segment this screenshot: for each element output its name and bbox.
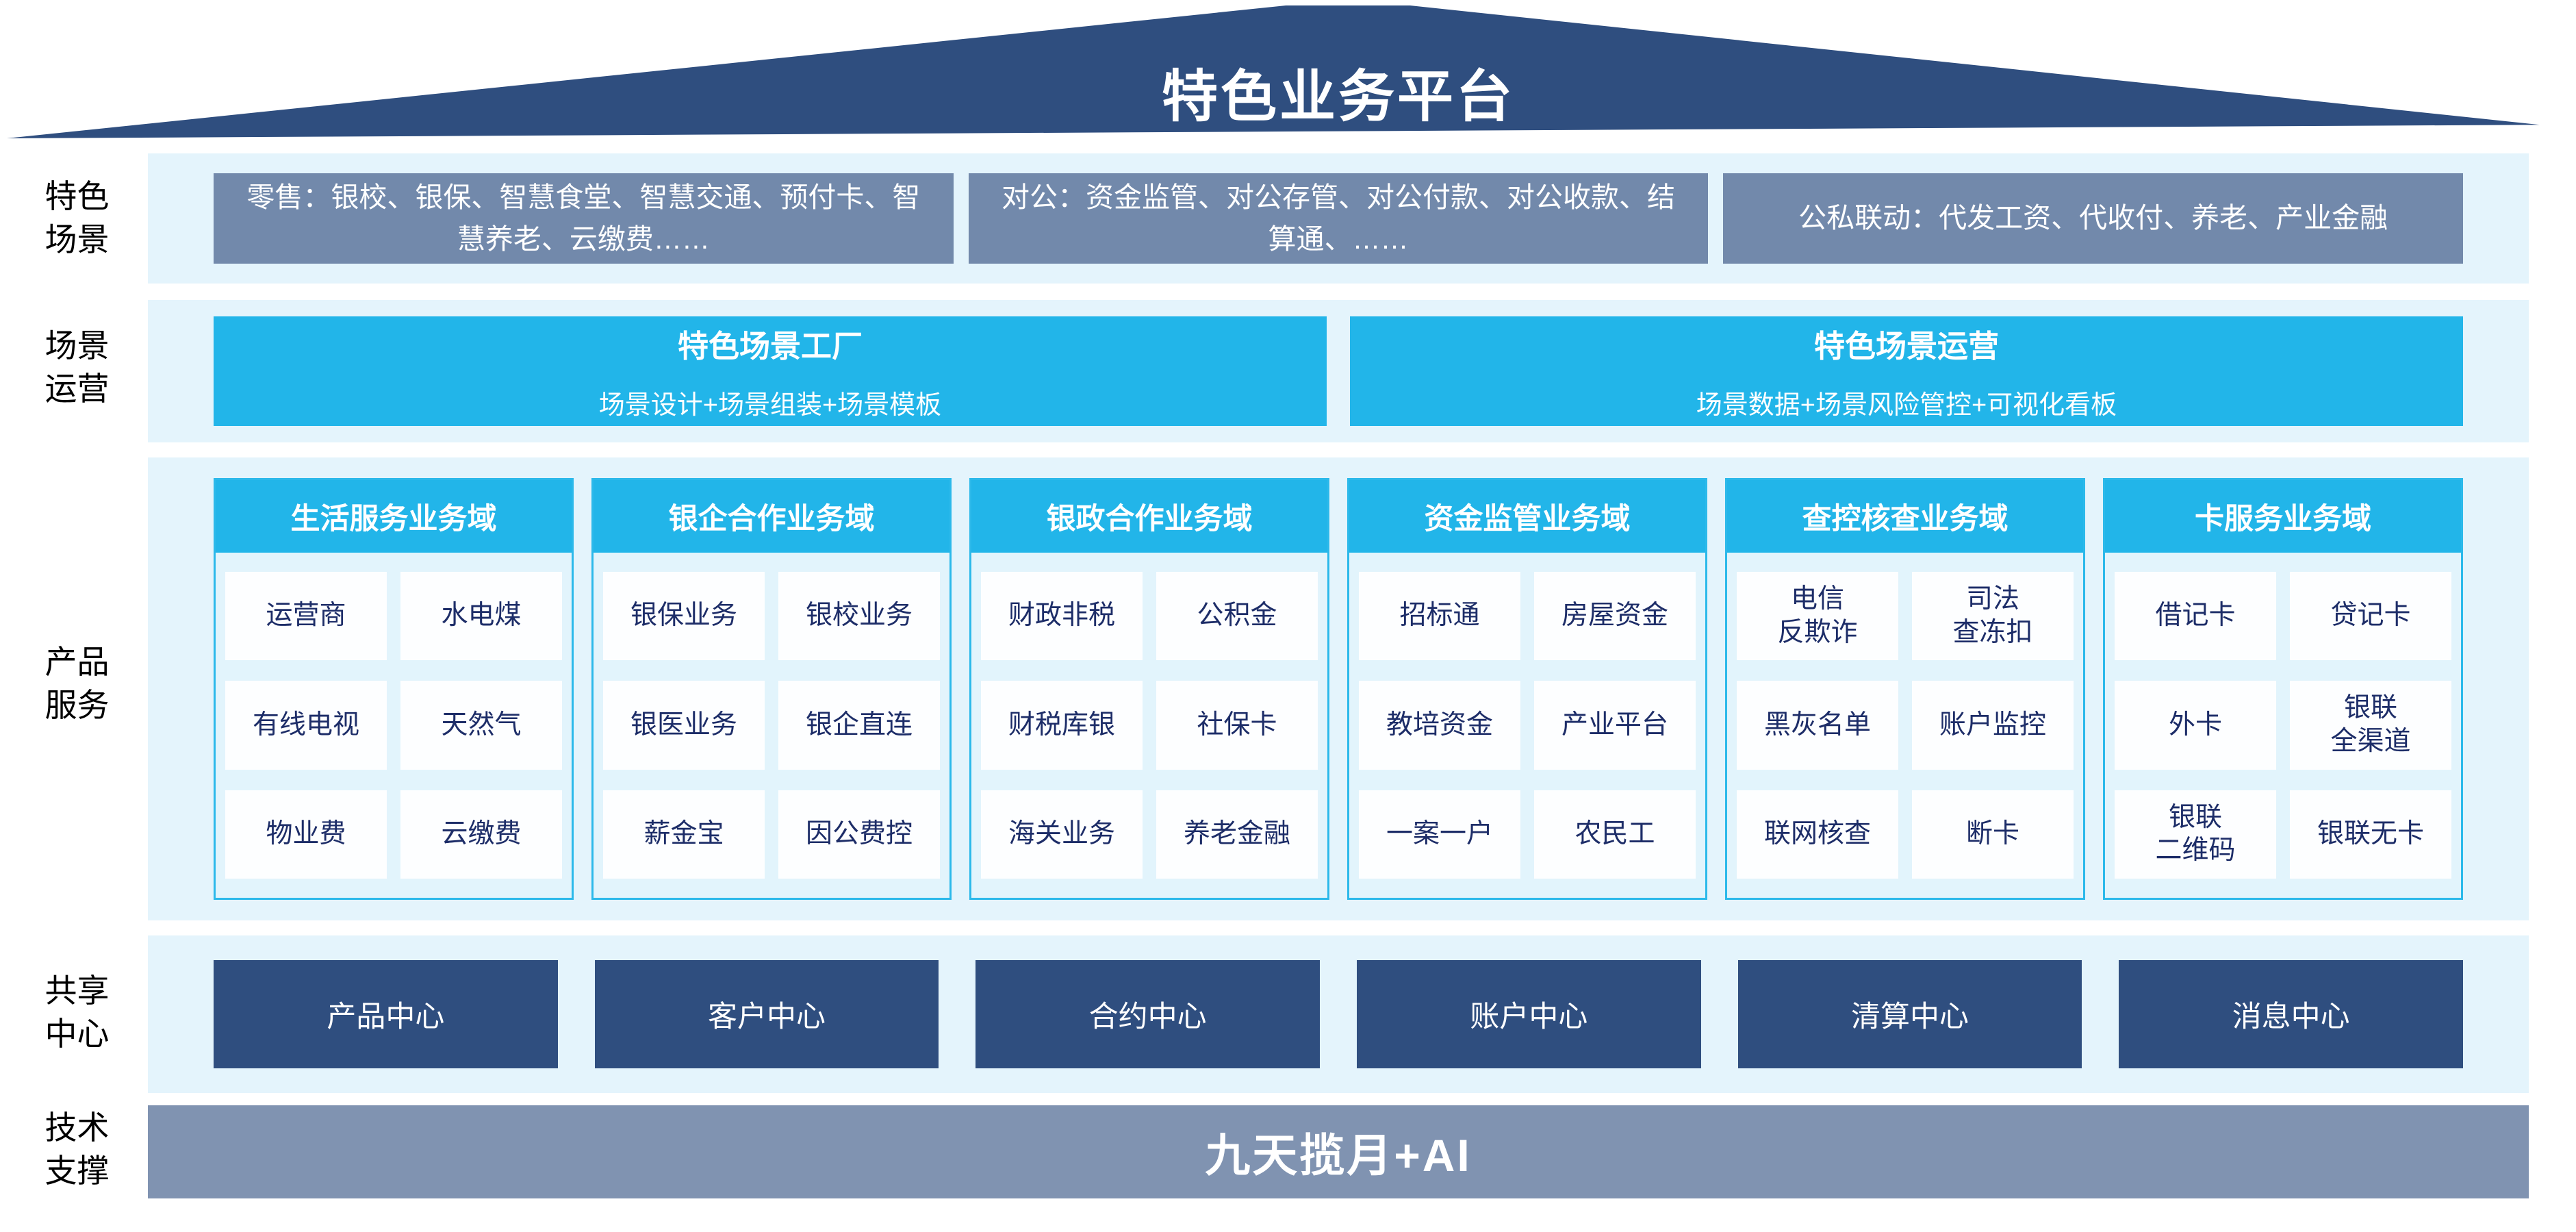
row-label-shared: 共享 中心 [44, 972, 110, 1053]
domain-cell: 银保业务 [603, 572, 765, 661]
domain-body: 借记卡 贷记卡 外卡 银联 全渠道 银联 二维码 银联无卡 [2105, 553, 2461, 898]
scenes-band: 零售：银校、银保、智慧食堂、智慧交通、预付卡、智慧养老、云缴费…… 对公：资金监… [148, 153, 2529, 284]
domain-cell: 银联无卡 [2290, 790, 2451, 879]
row-label-scenes: 特色 场景 [44, 178, 110, 258]
domain-cell: 财政非税 [981, 572, 1143, 661]
domain-header: 资金监管业务域 [1349, 480, 1705, 553]
domain-cell: 房屋资金 [1534, 572, 1696, 661]
shared-center-contract: 合约中心 [975, 960, 1321, 1068]
domain-cell: 财税库银 [981, 681, 1143, 770]
domain-cell: 招标通 [1359, 572, 1520, 661]
scene-box-public-private: 公私联动：代发工资、代收付、养老、产业金融 [1723, 173, 2464, 264]
op-box-subtitle: 场景数据+场景风险管控+可视化看板 [1696, 391, 2117, 420]
domain-cell: 薪金宝 [603, 790, 765, 879]
domain-cell: 银企直连 [778, 681, 940, 770]
domain-body: 财政非税 公积金 财税库银 社保卡 海关业务 养老金融 [971, 553, 1327, 898]
domain-cell: 银医业务 [603, 681, 765, 770]
domain-cell: 有线电视 [225, 681, 387, 770]
domain-cell: 一案一户 [1359, 790, 1520, 879]
op-box-title: 特色场景运营 [1813, 329, 1999, 364]
roof-banner: 特色业务平台 [7, 5, 2540, 139]
scene-box-corporate: 对公：资金监管、对公存管、对公付款、对公收款、结算通、…… [968, 173, 1709, 264]
domain-body: 招标通 房屋资金 教培资金 产业平台 一案一户 农民工 [1349, 553, 1705, 898]
domain-column-bank-enterprise: 银企合作业务域 银保业务 银校业务 银医业务 银企直连 薪金宝 因公费控 [591, 478, 952, 900]
shared-center-account: 账户中心 [1357, 960, 1701, 1068]
row-label-products: 产品 服务 [44, 644, 110, 724]
tech-support-bar: 九天揽月+AI [148, 1105, 2529, 1198]
domain-body: 电信 反欺诈 司法 查冻扣 黑灰名单 账户监控 联网核查 断卡 [1727, 553, 2083, 898]
domain-cell: 公积金 [1156, 572, 1318, 661]
domain-cell: 银联 全渠道 [2290, 681, 2451, 770]
domain-cell: 账户监控 [1912, 681, 2074, 770]
domain-cell: 联网核查 [1737, 790, 1898, 879]
row-label-tech: 技术 支撑 [44, 1109, 110, 1190]
domain-cell: 运营商 [225, 572, 387, 661]
domain-cell: 贷记卡 [2290, 572, 2451, 661]
domain-body: 运营商 水电煤 有线电视 天然气 物业费 云缴费 [216, 553, 572, 898]
domain-cell: 海关业务 [981, 790, 1143, 879]
domain-header: 银政合作业务域 [971, 480, 1327, 553]
domain-cell: 社保卡 [1156, 681, 1318, 770]
shared-center-product: 产品中心 [214, 960, 558, 1068]
shared-centers-band: 产品中心 客户中心 合约中心 账户中心 清算中心 消息中心 [148, 935, 2529, 1093]
domain-cell: 黑灰名单 [1737, 681, 1898, 770]
domain-cell: 养老金融 [1156, 790, 1318, 879]
op-box-subtitle: 场景设计+场景组装+场景模板 [598, 391, 942, 420]
domain-cell: 银联 二维码 [2115, 790, 2276, 879]
domain-cell: 物业费 [225, 790, 387, 879]
domain-cell: 司法 查冻扣 [1912, 572, 2074, 661]
domain-cell: 银校业务 [778, 572, 940, 661]
domain-cell: 农民工 [1534, 790, 1696, 879]
platform-title: 特色业务平台 [1161, 65, 1515, 128]
domain-header: 银企合作业务域 [594, 480, 949, 553]
products-band: 生活服务业务域 运营商 水电煤 有线电视 天然气 物业费 云缴费 银企合作业务域… [148, 457, 2529, 920]
domain-column-inspection-verification: 查控核查业务域 电信 反欺诈 司法 查冻扣 黑灰名单 账户监控 联网核查 断卡 [1725, 478, 2085, 900]
domain-column-bank-government: 银政合作业务域 财政非税 公积金 财税库银 社保卡 海关业务 养老金融 [969, 478, 1329, 900]
shared-center-clearing: 清算中心 [1737, 960, 2082, 1068]
domain-header: 查控核查业务域 [1727, 480, 2083, 553]
domain-cell: 天然气 [400, 681, 562, 770]
domain-column-life-services: 生活服务业务域 运营商 水电煤 有线电视 天然气 物业费 云缴费 [214, 478, 574, 900]
domain-body: 银保业务 银校业务 银医业务 银企直连 薪金宝 因公费控 [594, 553, 949, 898]
domain-cell: 电信 反欺诈 [1737, 572, 1898, 661]
op-box-scene-factory: 特色场景工厂 场景设计+场景组装+场景模板 [214, 316, 1327, 426]
domain-header: 生活服务业务域 [216, 480, 572, 553]
domain-cell: 教培资金 [1359, 681, 1520, 770]
scene-box-retail: 零售：银校、银保、智慧食堂、智慧交通、预付卡、智慧养老、云缴费…… [214, 173, 954, 264]
op-box-scene-operation: 特色场景运营 场景数据+场景风险管控+可视化看板 [1350, 316, 2463, 426]
domain-column-fund-supervision: 资金监管业务域 招标通 房屋资金 教培资金 产业平台 一案一户 农民工 [1347, 478, 1707, 900]
domain-cell: 断卡 [1912, 790, 2074, 879]
domain-cell: 因公费控 [778, 790, 940, 879]
op-box-title: 特色场景工厂 [677, 329, 863, 364]
row-label-operations: 场景 运营 [44, 327, 110, 407]
shared-center-message: 消息中心 [2119, 960, 2464, 1068]
domain-cell: 云缴费 [400, 790, 562, 879]
operations-band: 特色场景工厂 场景设计+场景组装+场景模板 特色场景运营 场景数据+场景风险管控… [148, 300, 2529, 442]
shared-center-customer: 客户中心 [594, 960, 939, 1068]
domain-column-card-services: 卡服务业务域 借记卡 贷记卡 外卡 银联 全渠道 银联 二维码 银联无卡 [2103, 478, 2463, 900]
domain-cell: 外卡 [2115, 681, 2276, 770]
domain-cell: 借记卡 [2115, 572, 2276, 661]
domain-cell: 产业平台 [1534, 681, 1696, 770]
domain-cell: 水电煤 [400, 572, 562, 661]
domain-header: 卡服务业务域 [2105, 480, 2461, 553]
